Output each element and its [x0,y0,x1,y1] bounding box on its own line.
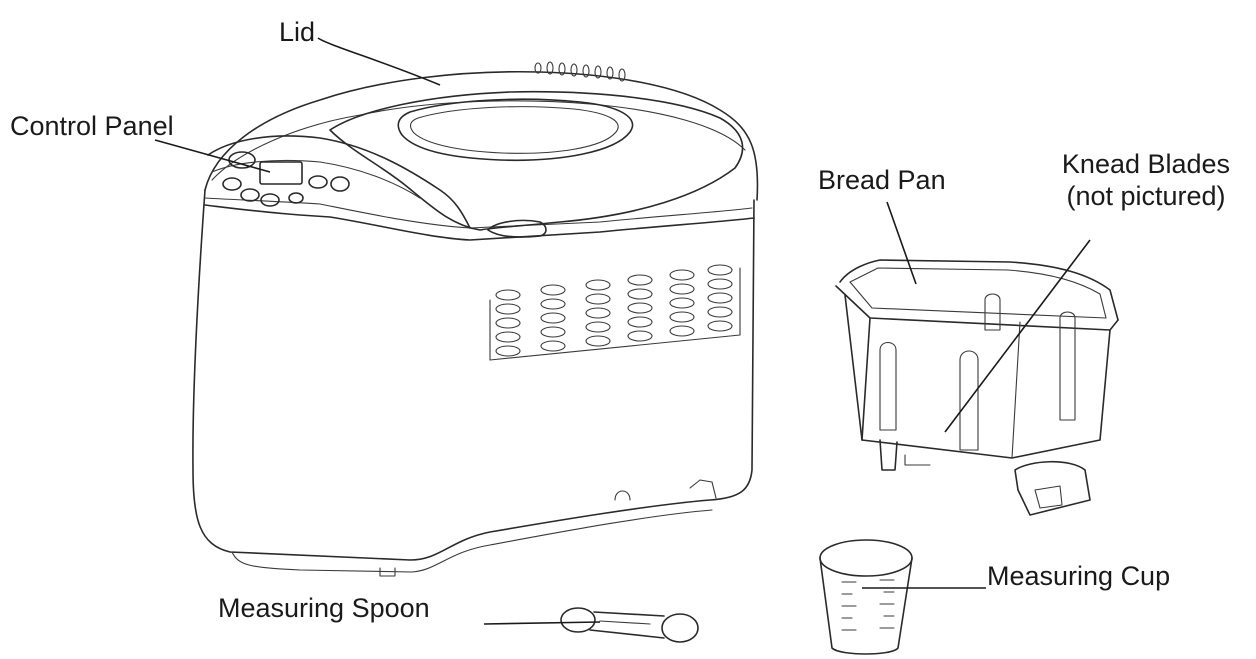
side-vents [489,264,741,361]
lid-label: Lid [279,17,316,47]
measuring-cup-illustration [819,539,913,655]
leader-lines [154,37,1091,625]
bread-machine-illustration [192,61,759,577]
lid-leader [317,37,441,86]
measuring-spoon-label: Measuring Spoon [218,593,430,623]
bread-pan-illustration [835,259,1119,516]
measuring-cup-label: Measuring Cup [987,561,1171,591]
knead-blades-label: Knead Blades (not pictured) [1040,148,1252,212]
measuring-spoon-illustration [560,607,699,643]
bread-pan-leader [886,201,917,285]
control-panel-leader [154,139,271,173]
measuring-spoon-leader [483,621,601,625]
knead-blades-leader [944,239,1091,433]
knead-blades-label-line1: Knead Blades [1061,149,1231,179]
control-panel-label: Control Panel [10,111,174,141]
bread-pan-label: Bread Pan [818,165,946,195]
knead-blades-label-line2: (not pictured) [1066,181,1226,211]
